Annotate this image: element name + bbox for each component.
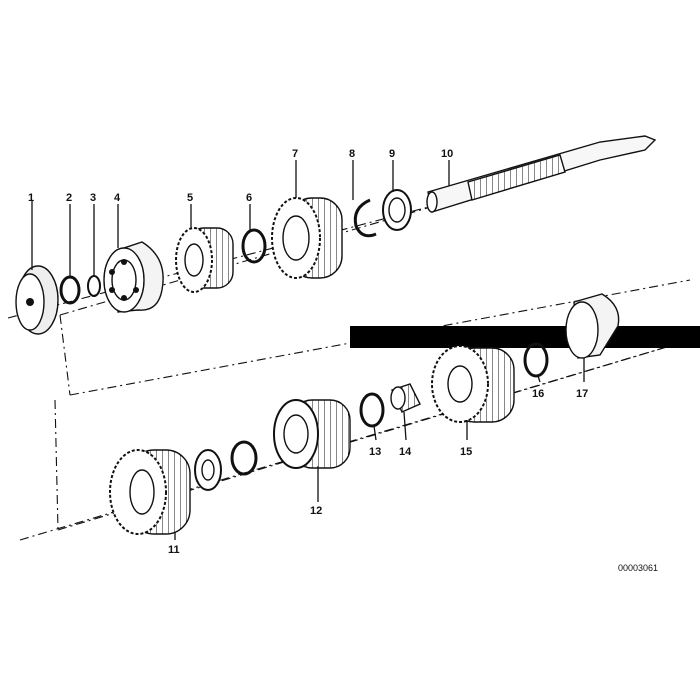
part-1-end-cap [15, 265, 59, 335]
part-13-ring [359, 392, 385, 428]
part-11-gear [109, 449, 191, 535]
label-part-15: 15 [460, 446, 472, 458]
part-10-shaft [426, 135, 657, 213]
part-7-gear [271, 197, 343, 279]
part-15-gear [431, 345, 515, 423]
part-16-washer [523, 342, 549, 378]
label-part-9: 9 [389, 148, 395, 160]
part-6-washer [241, 228, 267, 264]
label-part-7: 7 [292, 148, 298, 160]
label-part-14: 14 [399, 446, 412, 458]
part-17-bearing [565, 293, 620, 359]
part-3-ring [87, 275, 101, 297]
part-12-gear [273, 399, 351, 469]
part-9-splined-washer [382, 189, 412, 231]
part-5-gear [175, 227, 234, 293]
label-part-11: 11 [168, 544, 180, 556]
lower-circlip [230, 440, 258, 476]
label-part-10: 10 [441, 148, 453, 160]
label-part-8: 8 [349, 148, 355, 160]
label-part-13: 13 [369, 446, 381, 458]
label-part-17: 17 [576, 388, 588, 400]
label-part-5: 5 [187, 192, 193, 204]
label-part-1: 1 [28, 192, 34, 204]
label-part-2: 2 [66, 192, 72, 204]
label-part-4: 4 [114, 192, 121, 204]
label-part-12: 12 [310, 505, 322, 517]
part-8-circlip [353, 198, 377, 238]
part-14-needle-bushing [390, 383, 421, 413]
reference-number: 00003061 [618, 563, 658, 573]
lower-splined-washer [194, 449, 222, 491]
part-4-bearing [103, 241, 164, 313]
label-part-3: 3 [90, 192, 96, 204]
redaction-bar [350, 326, 700, 348]
part-2-circlip [59, 275, 81, 305]
leader-lines [31, 160, 585, 540]
label-part-16: 16 [532, 388, 544, 400]
label-part-6: 6 [246, 192, 252, 204]
